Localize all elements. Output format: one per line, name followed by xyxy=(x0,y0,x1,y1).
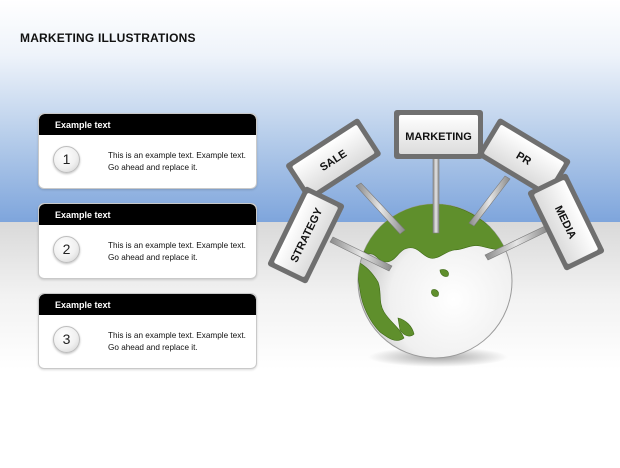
card-heading: Example text xyxy=(39,114,256,135)
sign-media: MEDIA xyxy=(527,173,605,271)
number-badge: 2 xyxy=(53,236,80,263)
number-badge: 3 xyxy=(53,326,80,353)
number-badge: 1 xyxy=(53,146,80,173)
sign-strategy: STRATEGY xyxy=(267,186,345,284)
example-card-2: Example text 2 This is an example text. … xyxy=(38,203,257,279)
sign-pr: PR xyxy=(477,118,571,198)
card-heading: Example text xyxy=(39,294,256,315)
pole-sale xyxy=(355,182,406,235)
sign-marketing: MARKETING xyxy=(394,110,483,159)
example-card-1: Example text 1 This is an example text. … xyxy=(38,113,257,189)
card-text: This is an example text. Example text. G… xyxy=(108,151,246,172)
card-heading: Example text xyxy=(39,204,256,225)
pole-marketing xyxy=(432,157,440,234)
sign-sale: SALE xyxy=(286,118,381,201)
page-title: MARKETING ILLUSTRATIONS xyxy=(20,31,196,45)
example-card-3: Example text 3 This is an example text. … xyxy=(38,293,257,369)
pole-strategy xyxy=(329,236,393,272)
card-text: This is an example text. Example text. G… xyxy=(108,331,246,352)
signposts xyxy=(329,157,549,272)
pole-pr xyxy=(468,175,511,227)
sign-label-marketing: MARKETING xyxy=(405,131,472,143)
card-text: This is an example text. Example text. G… xyxy=(108,241,246,262)
